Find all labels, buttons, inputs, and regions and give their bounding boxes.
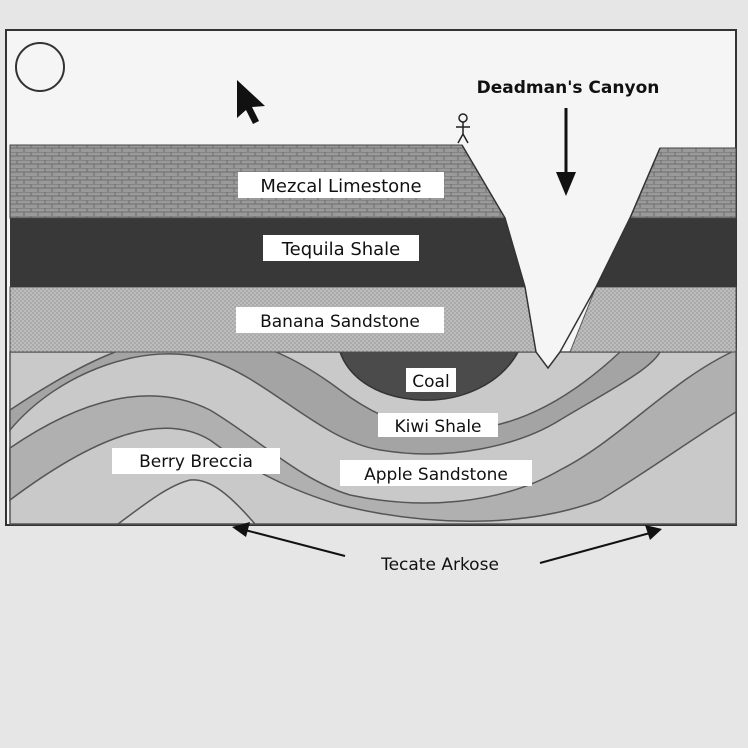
canyon-cut — [462, 145, 660, 368]
apple-label: Apple Sandstone — [364, 465, 508, 485]
tequila-shale-layer-right — [596, 218, 736, 287]
kiwi-label-bg — [378, 413, 498, 437]
banana-sandstone-layer-right — [569, 286, 737, 353]
coal-label-bg — [406, 368, 456, 392]
cursor-arrow-icon — [237, 80, 265, 124]
banana-label-bg — [236, 307, 444, 333]
tequila-label-bg — [263, 235, 419, 261]
mezcal-label: Mezcal Limestone — [260, 176, 421, 197]
coal-label: Coal — [412, 372, 449, 392]
banana-label: Banana Sandstone — [260, 312, 420, 332]
stick-figure — [456, 113, 470, 144]
apple-label-bg — [340, 460, 532, 486]
tecate-left-arrow-icon — [232, 522, 346, 557]
kiwi-label: Kiwi Shale — [394, 417, 481, 437]
circle-marker — [15, 42, 65, 92]
mezcal-label-bg — [238, 172, 444, 198]
berry-label-bg — [112, 448, 280, 474]
canyon-label: Deadman's Canyon — [477, 78, 660, 98]
tecate-right-arrow-icon — [539, 525, 662, 564]
canyon-outline — [461, 144, 661, 370]
berry-breccia-mound — [115, 479, 257, 525]
berry-label: Berry Breccia — [139, 452, 253, 472]
canyon-arrow-icon — [556, 108, 576, 196]
tequila-label: Tequila Shale — [281, 239, 401, 260]
tecate-label: Tecate Arkose — [380, 555, 499, 575]
